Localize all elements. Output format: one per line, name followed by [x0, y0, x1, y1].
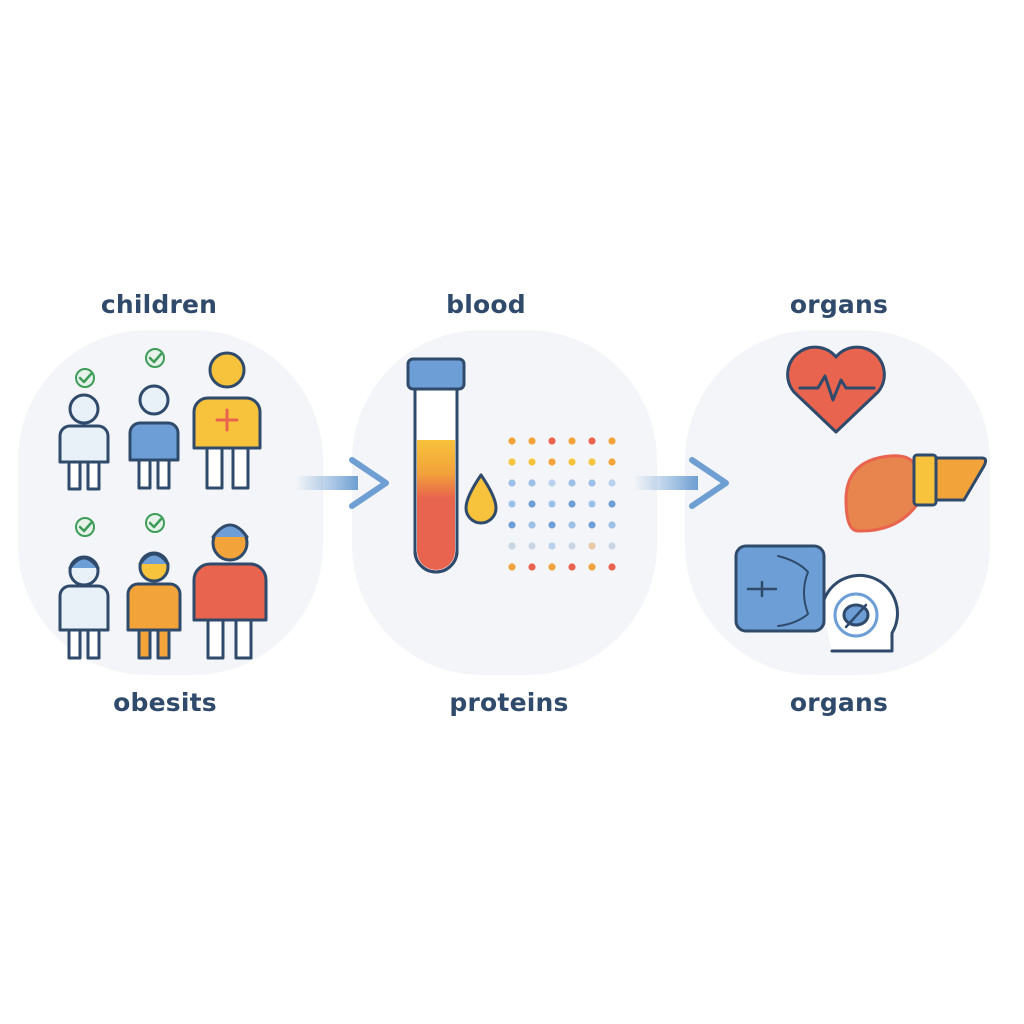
- protein-dot: [608, 521, 616, 529]
- protein-dot: [508, 500, 516, 508]
- protein-dot: [548, 479, 556, 487]
- blood-panel: [352, 330, 657, 675]
- protein-dot: [608, 500, 616, 508]
- protein-dot: [548, 563, 556, 571]
- heart-icon: [786, 345, 886, 434]
- protein-dot: [568, 458, 576, 466]
- scanner-device-icon: [734, 544, 899, 653]
- check-icon: [75, 517, 95, 537]
- child-icon: [58, 555, 110, 660]
- protein-dot: [508, 437, 516, 445]
- protein-dot: [588, 500, 596, 508]
- protein-dot: [568, 500, 576, 508]
- protein-dot: [568, 479, 576, 487]
- protein-dot: [528, 563, 536, 571]
- protein-dot: [508, 458, 516, 466]
- child-icon: [58, 393, 110, 491]
- test-tube-icon: [406, 357, 466, 574]
- protein-dot: [528, 458, 536, 466]
- label-organs-bottom: organs: [789, 688, 889, 717]
- label-blood: blood: [446, 290, 526, 319]
- check-icon: [145, 513, 165, 533]
- protein-dot: [608, 479, 616, 487]
- protein-dot: [508, 479, 516, 487]
- label-organs-top: organs: [789, 290, 889, 319]
- protein-dot: [608, 542, 616, 550]
- liver-icon: [844, 453, 988, 533]
- protein-dot: [548, 458, 556, 466]
- protein-dot: [588, 479, 596, 487]
- child-icon: [192, 351, 262, 490]
- label-obesits: obesits: [113, 688, 217, 717]
- protein-dot: [608, 458, 616, 466]
- protein-dot: [548, 521, 556, 529]
- protein-dot: [568, 563, 576, 571]
- protein-dot: [548, 500, 556, 508]
- label-children: children: [100, 290, 218, 319]
- child-icon: [126, 551, 182, 660]
- protein-dot: [568, 542, 576, 550]
- child-icon: [128, 384, 180, 490]
- protein-dot: [588, 521, 596, 529]
- protein-dot: [608, 437, 616, 445]
- protein-dot: [568, 521, 576, 529]
- check-icon: [75, 368, 95, 388]
- arrow-right-icon: [634, 457, 729, 509]
- check-icon: [145, 348, 165, 368]
- label-proteins: proteins: [449, 688, 569, 717]
- protein-dot: [588, 542, 596, 550]
- protein-dot-grid-icon: [508, 437, 616, 571]
- protein-dot: [528, 500, 536, 508]
- arrow-right-icon: [296, 457, 389, 509]
- protein-dot: [548, 437, 556, 445]
- protein-dot: [528, 437, 536, 445]
- protein-dot: [528, 479, 536, 487]
- protein-dot: [568, 437, 576, 445]
- protein-dot: [588, 437, 596, 445]
- child-icon: [192, 523, 268, 660]
- protein-dot: [508, 521, 516, 529]
- protein-dot: [548, 542, 556, 550]
- protein-dot: [508, 542, 516, 550]
- protein-dot: [508, 563, 516, 571]
- protein-dot: [588, 458, 596, 466]
- protein-dot: [528, 542, 536, 550]
- protein-dot: [588, 563, 596, 571]
- protein-dot: [528, 521, 536, 529]
- protein-dot: [608, 563, 616, 571]
- blood-drop-icon: [464, 473, 498, 525]
